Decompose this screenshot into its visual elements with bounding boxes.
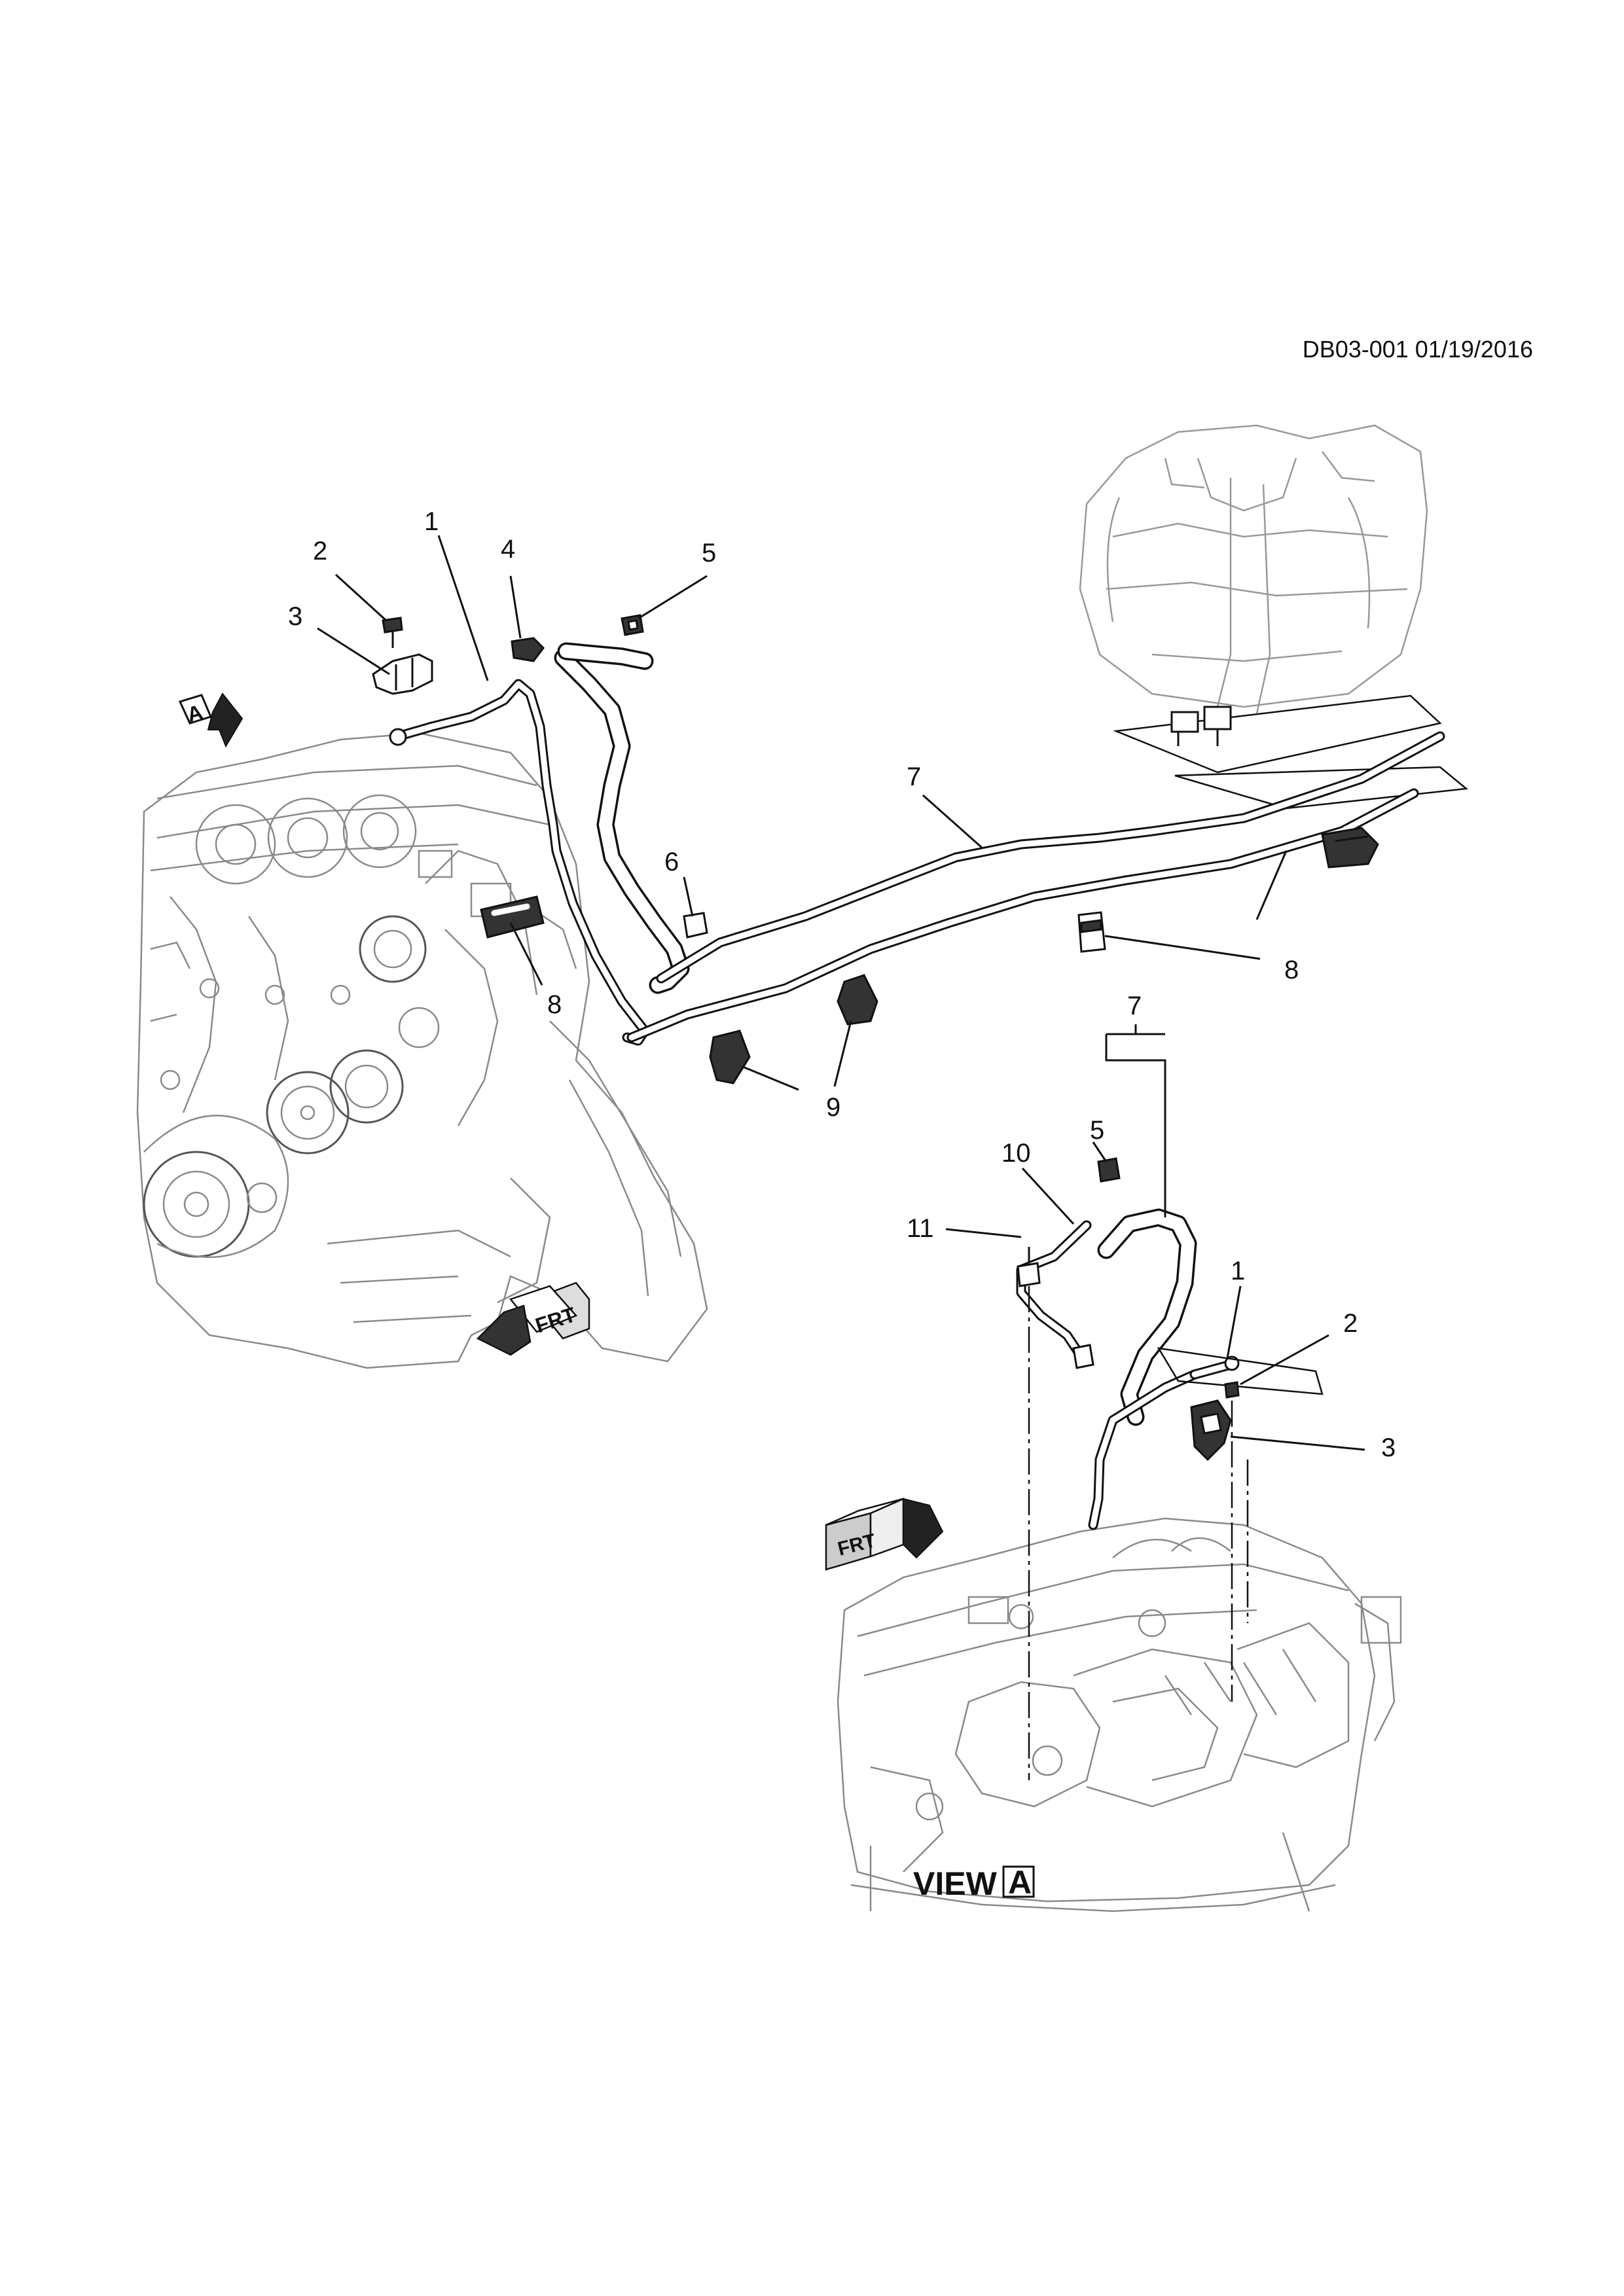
clip-8b [1321,827,1379,869]
fuel-hose-4 [554,642,690,994]
clip-8a [480,895,545,939]
callout-11: 11 [907,1214,934,1243]
tank-connector-detail [1170,706,1232,746]
bracket-3 [372,653,433,695]
connector-5-view-a [1097,1157,1121,1183]
callout-6: 6 [664,848,679,876]
cap-6 [683,912,708,939]
callout-5: 5 [702,539,716,567]
callout-9: 9 [826,1093,840,1122]
front-arrow-icon-view-a: FRT [825,1498,944,1571]
front-arrow-icon: FRT [476,1282,590,1356]
bracket-3-view-a [1190,1399,1232,1462]
callout-8-right: 8 [1284,956,1299,984]
bracket-9b [709,1030,751,1085]
callout-7: 7 [907,762,921,791]
engine-illustration-main [136,732,708,1369]
fitting-11 [1017,1247,1041,1287]
bracket-9a [837,974,878,1026]
clamp-4 [511,637,545,662]
clip-2-view-a [1224,1381,1240,1399]
callout-2: 2 [313,537,327,565]
clip-8c [1077,911,1106,953]
fuel-pipe-7 [626,731,1445,1043]
callout-1: 1 [424,507,439,536]
fuel-pipe-1 [389,679,650,1046]
tank-connection-plane-2 [1174,766,1469,810]
fuel-hose-7-view-a [1097,1208,1197,1426]
fuel-pipe-10 [1016,1220,1094,1369]
callout-3-view-a: 3 [1381,1433,1396,1462]
callout-8-left: 8 [547,990,562,1019]
view-label-text: VIEW [913,1865,998,1902]
document-id: DB03-001 01/19/2016 [1303,336,1533,363]
view-ref-box [1002,1865,1035,1898]
callout-7-view-a: 7 [1127,992,1142,1020]
view-a-reference-plane [1157,1347,1324,1395]
callouts-view-a: 7 5 10 11 1 2 3 [907,992,1396,1462]
clip-2 [382,617,403,648]
view-ref-letter: A [1008,1864,1032,1901]
callouts-main: 1 2 3 4 5 6 7 8 8 9 [288,507,1299,1122]
leader-lines [317,535,1365,1451]
fuel-tank-illustration [1079,424,1428,714]
arrow-a-icon: A [178,692,244,748]
callout-5-view-a: 5 [1090,1116,1104,1145]
connector-5 [621,614,644,636]
fuel-pipe-1-view-a [1088,1355,1240,1530]
callout-2-view-a: 2 [1343,1309,1358,1338]
callout-10: 10 [1001,1139,1031,1168]
tank-connection-plane [1113,694,1442,774]
assembly-center-lines [1028,1286,1249,1780]
engine-illustration-view-a [837,1517,1402,1912]
callout-3: 3 [288,602,302,631]
callout-4: 4 [501,535,515,564]
callout-1-view-a: 1 [1231,1257,1245,1285]
view-a-label: VIEW A [913,1864,1035,1902]
